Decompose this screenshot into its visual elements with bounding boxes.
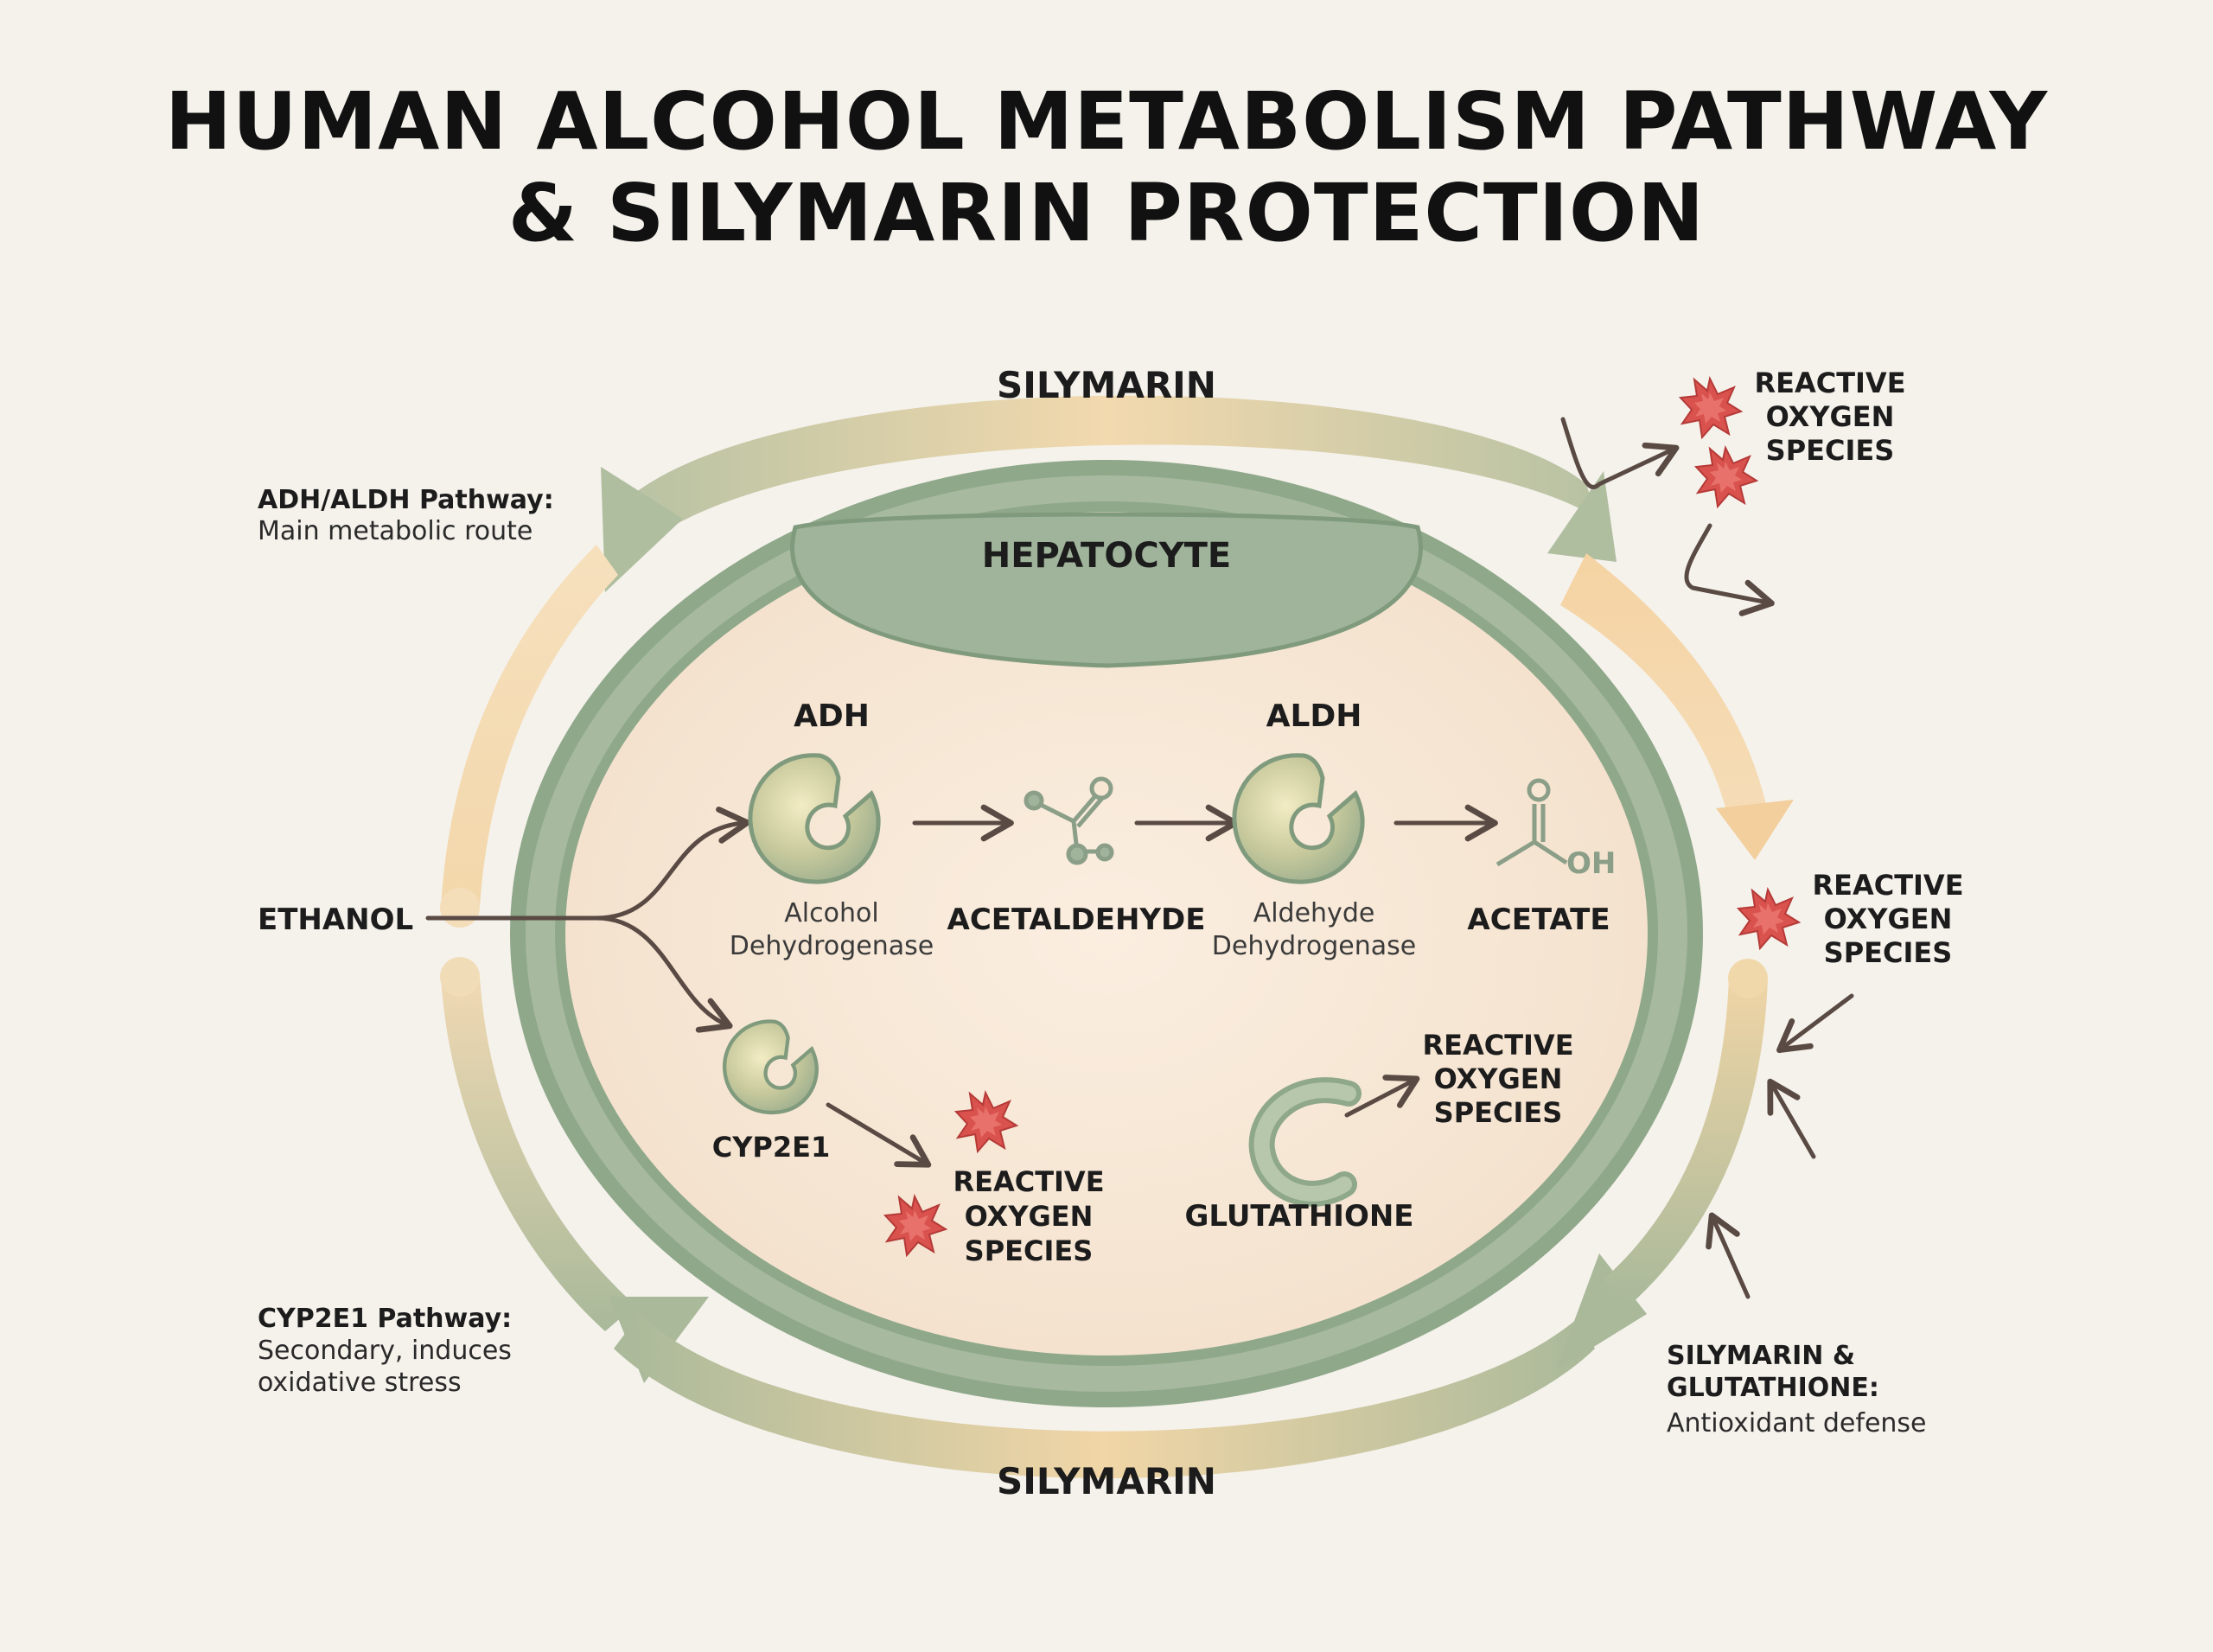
aldh-abbr: ALDH — [1266, 698, 1362, 734]
ros-label-cyp: REACTIVE OXYGEN SPECIES — [953, 1165, 1104, 1267]
ring-arc-right-lower — [1604, 977, 1768, 1305]
ros-label-glutathione: REACTIVE OXYGEN SPECIES — [1422, 1029, 1573, 1129]
ring-arrowhead-top-left — [601, 467, 683, 592]
ros-label-right: REACTIVE OXYGEN SPECIES — [1812, 869, 1963, 969]
cell-nucleus-cap — [790, 512, 1423, 668]
ros-cyp-line3: SPECIES — [965, 1234, 1094, 1267]
ring-cap-left — [440, 957, 480, 997]
acetate-oh-label: OH — [1566, 846, 1616, 881]
ring-cap-right — [1728, 959, 1768, 998]
note-cyp-line1: Secondary, induces — [258, 1336, 512, 1366]
glutathione-label: GLUTATHIONE — [1184, 1199, 1413, 1234]
ros-top-out-arrow — [1684, 523, 1775, 616]
ros-burst-icon — [1738, 889, 1800, 949]
cyp2e1-enzyme-icon — [722, 1019, 819, 1115]
ring-cap-left-top — [440, 888, 480, 928]
silymarin-ring — [440, 395, 1794, 1478]
hepatocyte: HEPATOCYTE — [510, 460, 1703, 1407]
aldh-name-line2: Dehydrogenase — [1212, 931, 1416, 961]
silymarin-label-top: SILYMARIN — [997, 364, 1216, 406]
ros-gsh-line3: SPECIES — [1434, 1096, 1563, 1129]
note-defense-title1: SILYMARIN & — [1667, 1341, 1855, 1371]
ring-arrowhead-top-right — [1547, 471, 1617, 562]
ros-cyp-line2: OXYGEN — [965, 1200, 1094, 1233]
silymarin-label-bottom: SILYMARIN — [997, 1460, 1216, 1502]
ring-arrowhead-bottom-right — [1556, 1253, 1647, 1370]
ros-label-top-right: REACTIVE OXYGEN SPECIES — [1754, 367, 1905, 467]
acetate-label: ACETATE — [1467, 903, 1610, 937]
ros-gsh-line2: OXYGEN — [1434, 1062, 1563, 1095]
acetate-molecule-icon — [1496, 778, 1568, 867]
ring-arc-top — [622, 395, 1598, 553]
title-line-2: & SILYMARIN PROTECTION — [508, 167, 1705, 259]
note-adh-pathway: ADH/ALDH Pathway: Main metabolic route — [258, 485, 554, 546]
note-cyp-title: CYP2E1 Pathway: — [258, 1304, 512, 1334]
ethanol-to-adh-arrow — [594, 807, 750, 921]
glutathione-to-ros-arrow — [1344, 1075, 1420, 1118]
ros-right-line1: REACTIVE — [1812, 869, 1963, 902]
ethanol-label: ETHANOL — [258, 903, 413, 937]
aldh-enzyme-icon — [1232, 753, 1365, 884]
adh-name-line1: Alcohol — [784, 898, 878, 928]
note-adh-title: ADH/ALDH Pathway: — [258, 485, 554, 515]
note-defense-title2: GLUTATHIONE: — [1667, 1373, 1879, 1403]
ring-arc-left-lower — [441, 977, 635, 1331]
ros-right-line2: OXYGEN — [1824, 903, 1953, 935]
adh-enzyme-icon — [748, 753, 881, 884]
defense-arrow-2 — [1767, 1078, 1816, 1159]
glutathione-icon — [1248, 1077, 1362, 1207]
note-cyp-pathway: CYP2E1 Pathway: Secondary, induces oxida… — [258, 1304, 512, 1398]
ros-top-line2: OXYGEN — [1766, 400, 1895, 433]
title-line-1: HUMAN ALCOHOL METABOLISM PATHWAY — [165, 75, 2049, 168]
ring-arc-right — [1560, 553, 1768, 821]
adh-abbr: ADH — [794, 698, 870, 734]
cell-cytoplasm — [565, 512, 1648, 1355]
ros-burst-icon — [1680, 378, 1742, 438]
ros-burst-icon — [1695, 447, 1757, 507]
ros-cyp-line1: REACTIVE — [953, 1165, 1104, 1198]
acetaldehyde-label: ACETALDEHYDE — [947, 903, 1206, 937]
hepatocyte-label: HEPATOCYTE — [982, 536, 1232, 576]
ros-top-line1: REACTIVE — [1754, 367, 1905, 399]
ring-arc-left-upper — [441, 545, 618, 908]
cyp-to-ros-arrow — [826, 1102, 932, 1168]
defense-arrow-3 — [1706, 1212, 1751, 1299]
aldh-name-line1: Aldehyde — [1253, 898, 1375, 928]
ring-arrowhead-right — [1716, 800, 1794, 860]
cyp2e1-label: CYP2E1 — [712, 1131, 831, 1164]
note-defense-text: Antioxidant defense — [1667, 1408, 1927, 1438]
note-defense: SILYMARIN & GLUTATHIONE: Antioxidant def… — [1667, 1341, 1927, 1438]
ros-top-in-arrow — [1560, 417, 1680, 489]
ros-right-line3: SPECIES — [1824, 936, 1953, 969]
ethanol-to-cyp-arrow — [594, 915, 733, 1033]
acetaldehyde-molecule-icon — [1024, 776, 1114, 865]
defense-arrow-1 — [1776, 993, 1854, 1054]
note-adh-text: Main metabolic route — [258, 516, 533, 546]
ring-arc-bottom — [614, 1314, 1595, 1478]
note-cyp-line2: oxidative stress — [258, 1368, 462, 1398]
ros-gsh-line1: REACTIVE — [1422, 1029, 1573, 1062]
ros-top-line3: SPECIES — [1766, 434, 1895, 467]
adh-name-line2: Dehydrogenase — [730, 931, 934, 961]
